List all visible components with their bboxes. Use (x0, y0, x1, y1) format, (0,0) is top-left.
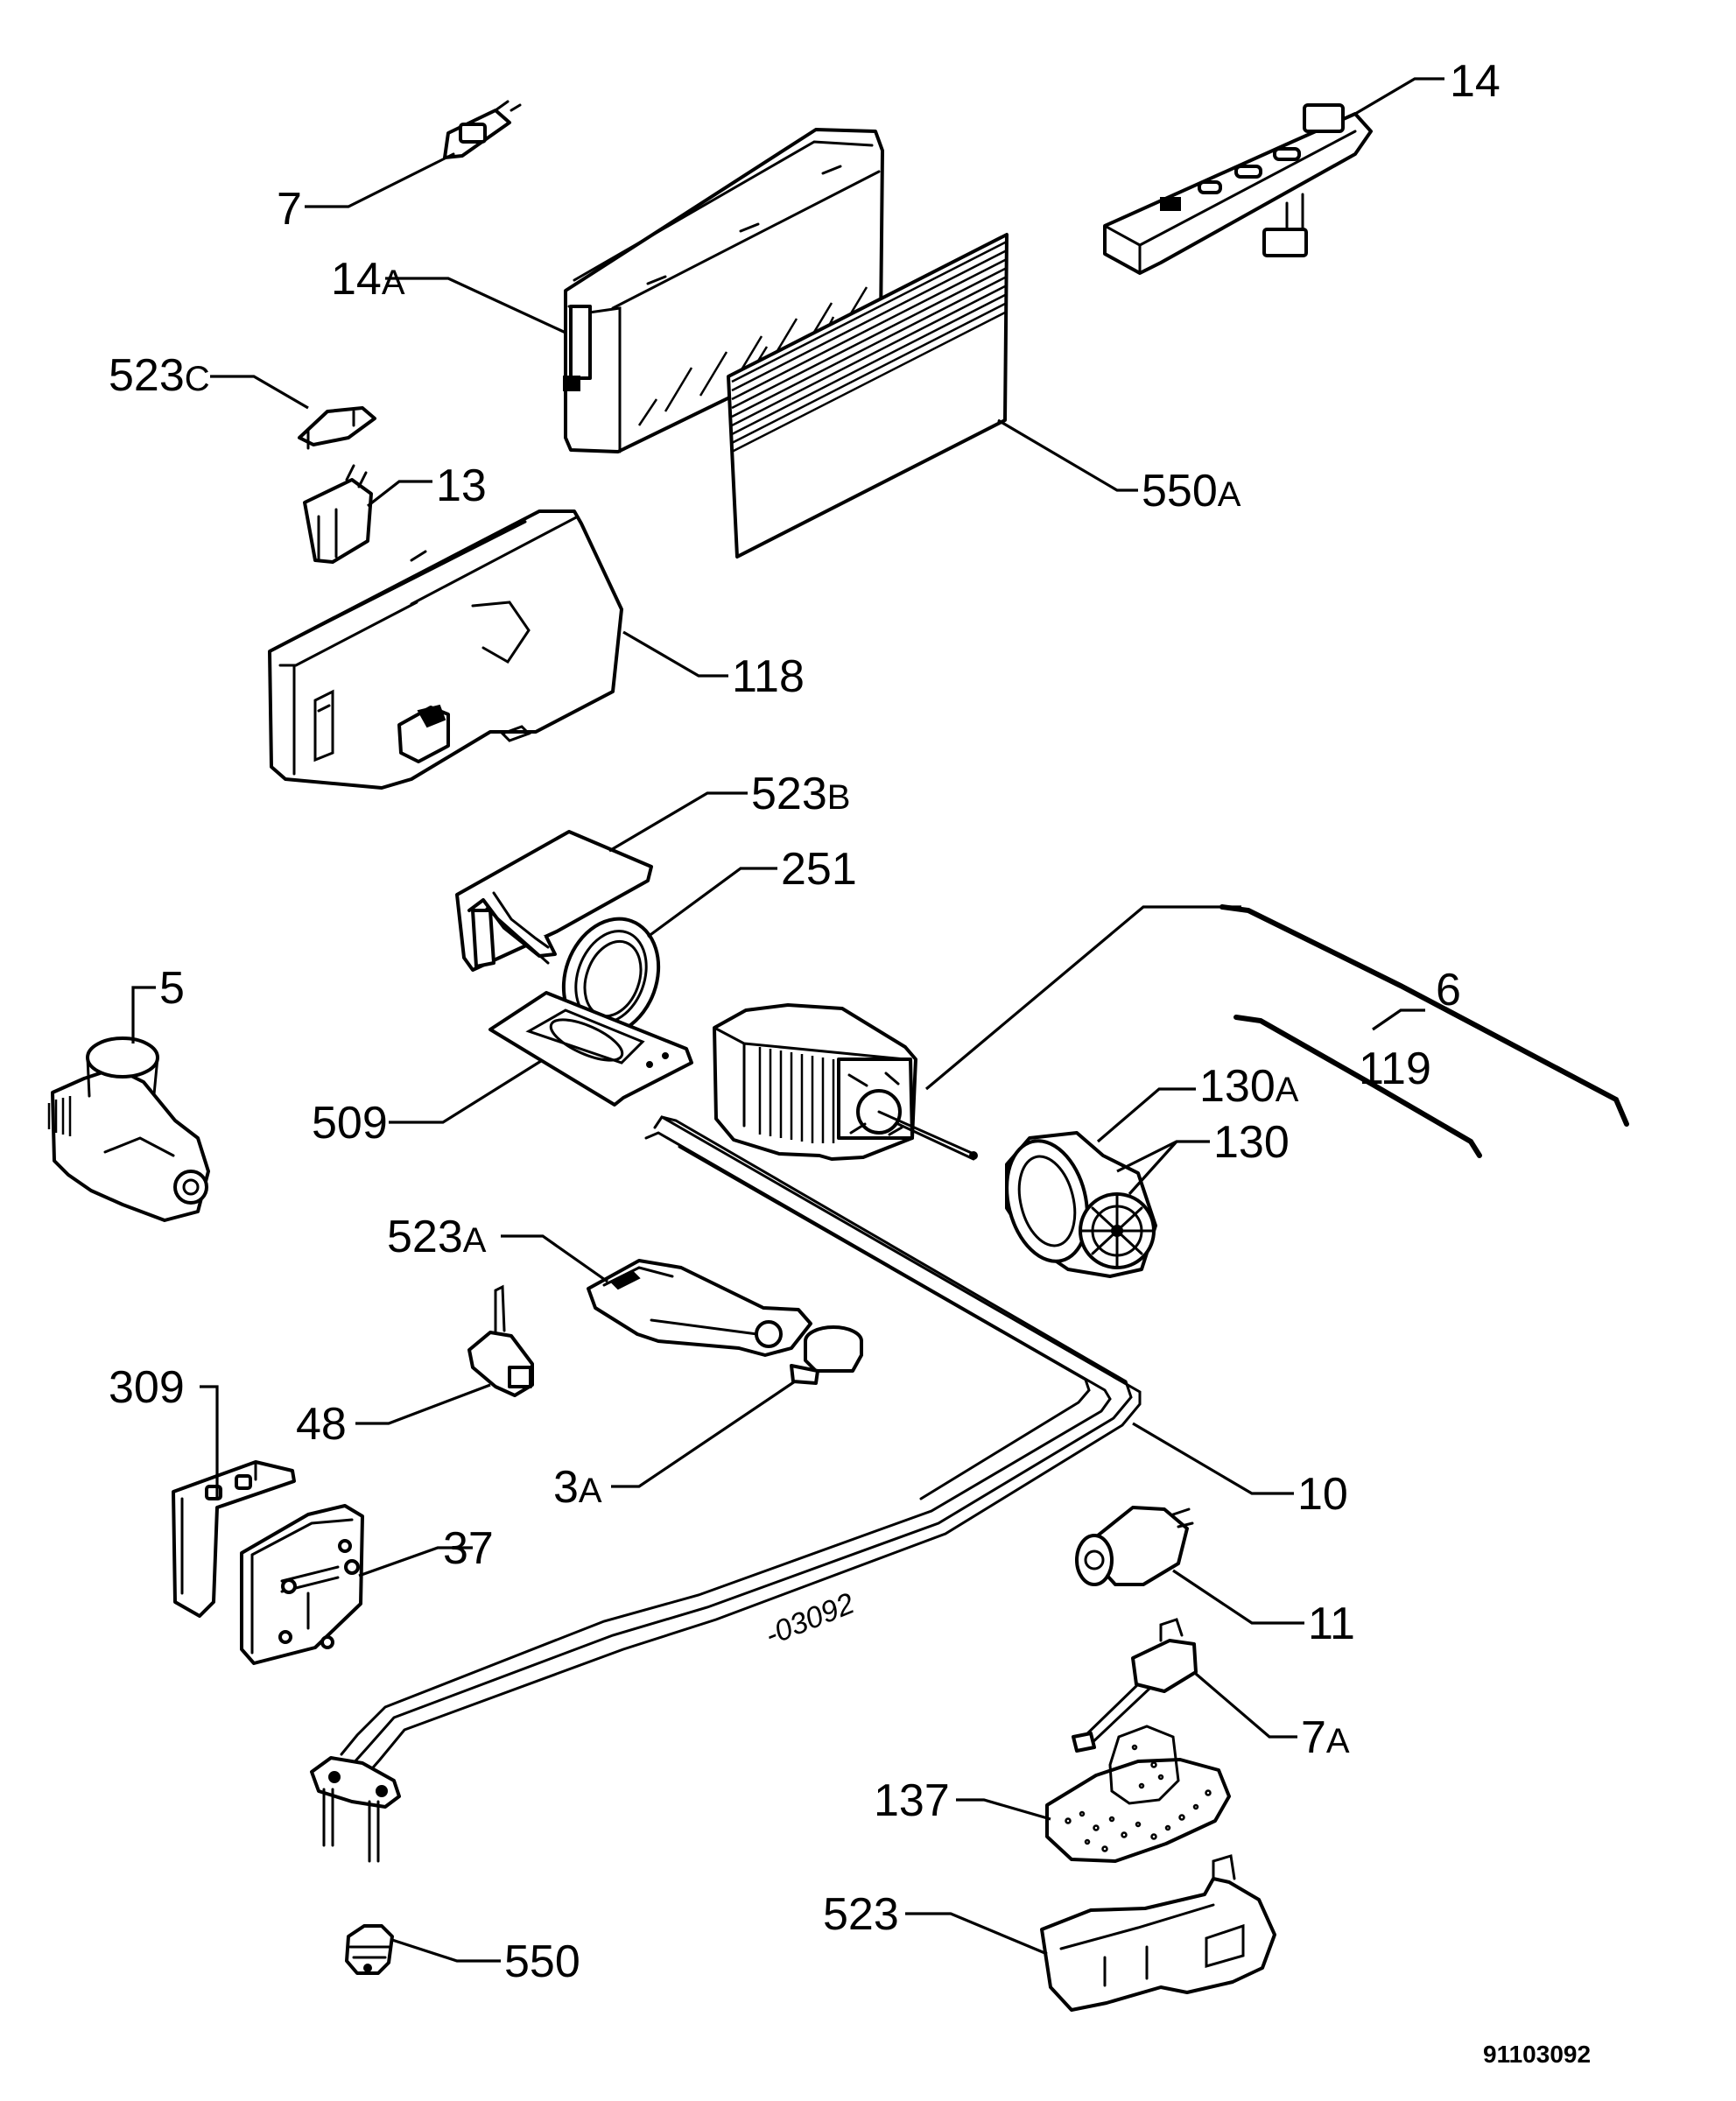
part-5-inlet-valve (47, 1036, 210, 1222)
callout-13: 13 (436, 460, 487, 511)
callout-251: 251 (781, 844, 857, 895)
part-7a-microswitch (1072, 1618, 1198, 1753)
callout-118: 118 (732, 651, 805, 702)
leader-lines (131, 77, 1444, 1963)
callout-130: 130 (1213, 1117, 1290, 1168)
callout-7a: 7A (1301, 1712, 1350, 1763)
part-523a-bracket (587, 1259, 812, 1357)
callout-14a: 14A (331, 254, 405, 305)
callout-labels: 14 7 14A 523C 13 550A 118 523B 251 5 6 1… (109, 56, 1501, 1987)
part-251-gasket (561, 917, 661, 1037)
callout-309: 309 (109, 1362, 185, 1413)
document-number: 91103092 (1483, 2041, 1591, 2068)
callout-550: 550 (504, 1936, 580, 1987)
callout-10: 10 (1297, 1469, 1348, 1520)
callout-137: 137 (874, 1775, 950, 1826)
bracket-6 (1219, 904, 1629, 1127)
callout-7: 7 (277, 184, 302, 235)
callout-523b: 523B (751, 769, 850, 819)
part-309-cover (172, 1460, 296, 1618)
part-523-float-housing (1040, 1854, 1276, 2012)
part-6-motor (713, 1003, 978, 1161)
part-13-bracket (303, 464, 373, 564)
callout-523a: 523A (387, 1212, 487, 1262)
part-523b-frame (455, 830, 653, 972)
part-11-capacitor (1075, 1506, 1194, 1586)
part-509-plate (488, 991, 693, 1107)
part-14-control-strip (1103, 103, 1373, 275)
part-10-heater (310, 1115, 1142, 1863)
part-7-switch (434, 100, 522, 165)
callout-5: 5 (159, 963, 185, 1014)
part-523c-clip (298, 406, 376, 450)
callout-523c: 523C (109, 350, 210, 401)
callout-509: 509 (312, 1098, 388, 1149)
callout-550a: 550A (1142, 466, 1241, 516)
part-550a-panel (727, 233, 1009, 559)
callout-130a: 130A (1199, 1061, 1299, 1112)
callout-523: 523 (823, 1889, 899, 1940)
callout-48: 48 (296, 1399, 347, 1450)
part-550-plug (345, 1924, 394, 1975)
part-130-pump (1005, 1131, 1157, 1278)
callout-14: 14 (1450, 56, 1501, 107)
callout-3a: 3A (553, 1462, 602, 1513)
part-118-dispenser (268, 509, 623, 790)
callout-119: 119 (1359, 1043, 1431, 1094)
bracket-119 (1233, 1015, 1482, 1158)
part-48-pressure-switch (467, 1284, 534, 1397)
part-14a-timer-housing (563, 128, 884, 453)
callout-6: 6 (1436, 965, 1461, 1015)
part-37-terminal-block (240, 1504, 364, 1665)
callout-37: 37 (443, 1523, 494, 1574)
callout-11: 11 (1308, 1599, 1355, 1649)
part-137-float (1045, 1725, 1231, 1863)
part-3a-thermostat (790, 1325, 863, 1385)
